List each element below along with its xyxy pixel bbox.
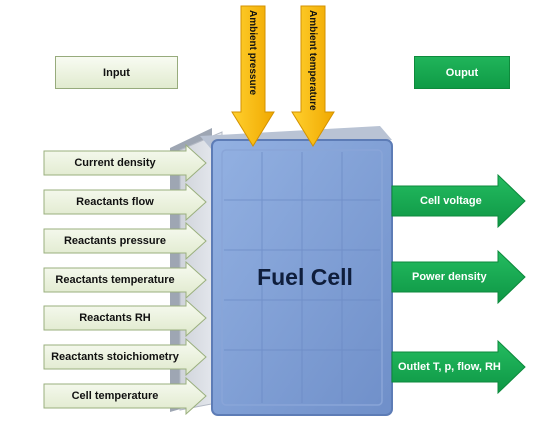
- output-arrow-cell-voltage: [391, 173, 526, 229]
- output-label-outlet-t-p-flow-rh: Outlet T, p, flow, RH: [398, 360, 501, 373]
- input-arrow-reactants-flow: [43, 182, 207, 222]
- input-label-reactants-rh: Reactants RH: [79, 311, 151, 324]
- output-arrow-power-density: [391, 249, 526, 305]
- top-arrows: [231, 5, 335, 147]
- input-legend-box: Input: [55, 56, 178, 89]
- input-label-cell-temperature: Cell temperature: [71, 389, 159, 402]
- input-arrow-reactants-pressure: [43, 221, 207, 261]
- input-label-current-density: Current density: [74, 156, 156, 169]
- top-arrow-ambient-pressure: [231, 5, 275, 147]
- input-arrows: [43, 143, 207, 416]
- top-label-ambient-temperature: Ambient temperature: [307, 10, 318, 111]
- output-arrow-outlet-t-p-flow-rh: [391, 339, 526, 395]
- input-arrow-current-density: [43, 143, 207, 183]
- input-arrow-reactants-stoichiometry: [43, 337, 207, 377]
- input-label-reactants-temperature: Reactants temperature: [55, 273, 175, 286]
- output-legend-label: Ouput: [445, 66, 479, 79]
- input-arrow-cell-temperature: [43, 376, 207, 416]
- input-label-reactants-pressure: Reactants pressure: [63, 234, 167, 247]
- input-label-reactants-flow: Reactants flow: [76, 195, 154, 208]
- top-label-ambient-pressure: Ambient pressure: [247, 10, 258, 96]
- output-legend-box: Ouput: [414, 56, 510, 89]
- output-label-power-density: Power density: [412, 270, 487, 283]
- fuel-cell-label: Fuel Cell: [257, 264, 353, 290]
- input-arrow-reactants-temperature: [43, 260, 207, 300]
- output-label-cell-voltage: Cell voltage: [420, 194, 482, 207]
- input-legend-label: Input: [103, 66, 130, 79]
- output-arrows: [391, 173, 526, 395]
- input-arrow-reactants-rh: [43, 298, 207, 338]
- top-arrow-ambient-temperature: [291, 5, 335, 147]
- input-label-reactants-stoichiometry: Reactants stoichiometry: [51, 350, 179, 363]
